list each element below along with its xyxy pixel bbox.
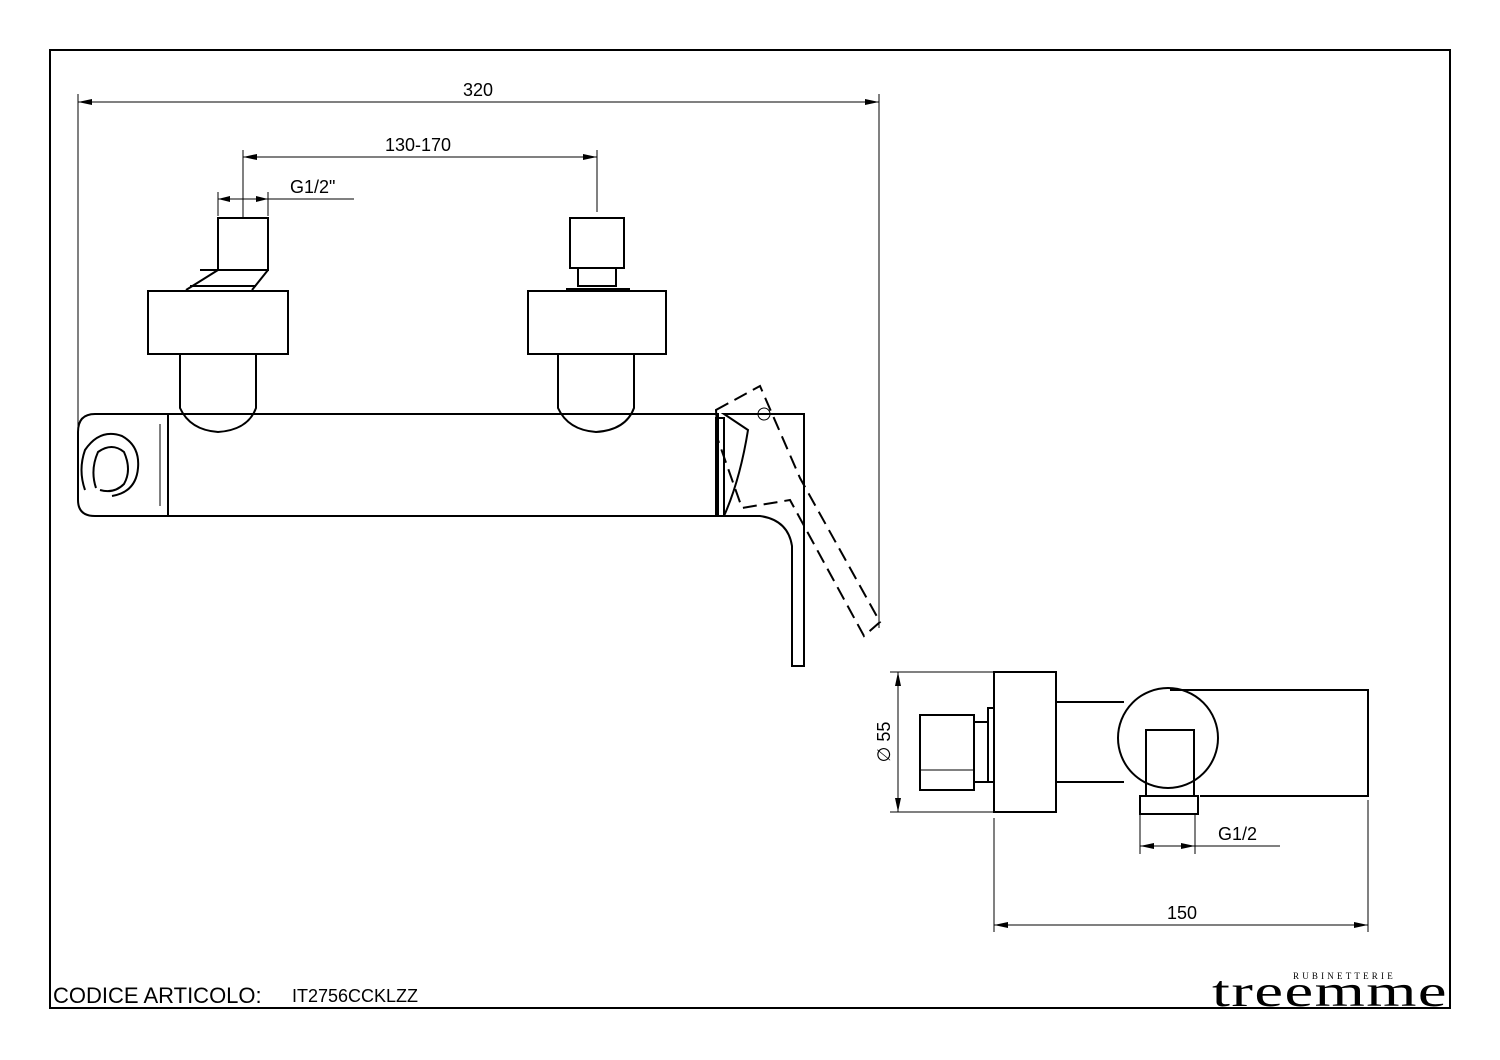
side-body xyxy=(1170,689,1369,797)
dim-centre-distance: 130-170 xyxy=(385,135,451,155)
code-label: CODICE ARTICOLO: xyxy=(53,983,262,1008)
dim-outlet-arrow-left xyxy=(1140,843,1154,849)
dim-centre-arrow-left xyxy=(243,154,257,160)
dim-diam-arrow-bottom xyxy=(895,798,901,812)
brand-name: treemme xyxy=(1212,967,1448,1016)
brand-tagline: RUBINETTERIE xyxy=(1293,971,1396,981)
right-inlet-stem xyxy=(557,354,635,434)
dim-depth: 150 xyxy=(1167,903,1197,923)
left-inlet-stem xyxy=(179,354,257,434)
left-inlet-nut xyxy=(147,290,289,355)
left-inlet-connector xyxy=(217,217,269,271)
lever-pivot xyxy=(757,407,771,421)
side-dimensions: ∅ 55 G1/2 150 xyxy=(874,671,1369,932)
dim-320-arrow-right xyxy=(865,99,879,105)
shower-holder xyxy=(77,413,168,517)
side-inlet-neck xyxy=(973,721,989,783)
front-dimensions: 320 130-170 G1/2" xyxy=(77,80,880,628)
side-inlet-connector xyxy=(919,714,975,791)
dim-inlet-thread: G1/2" xyxy=(290,177,335,197)
side-outlet-thread xyxy=(1139,795,1199,815)
dim-thread-arrow-right xyxy=(256,196,268,202)
dim-depth-arrow-left xyxy=(994,922,1008,928)
lever-handle xyxy=(720,413,805,667)
dim-thread-arrow-left xyxy=(218,196,230,202)
cartridge-cap xyxy=(715,417,725,517)
mixer-body xyxy=(167,413,719,517)
shower-holder-inner xyxy=(92,446,129,493)
dim-centre-arrow-right xyxy=(583,154,597,160)
right-inlet-neck xyxy=(577,267,617,287)
shower-holder-ring xyxy=(80,432,140,497)
dim-depth-arrow-right xyxy=(1354,922,1368,928)
dim-overall-length: 320 xyxy=(463,80,493,100)
front-view xyxy=(77,217,882,667)
footer: CODICE ARTICOLO: IT2756CCKLZZ xyxy=(50,983,1212,1009)
side-view xyxy=(919,671,1369,815)
lever-handle-alt-position xyxy=(714,384,882,638)
dim-outlet-thread: G1/2 xyxy=(1218,824,1257,844)
dim-diam-arrow-top xyxy=(895,672,901,686)
right-inlet-connector xyxy=(569,217,625,269)
code-value: IT2756CCKLZZ xyxy=(292,986,418,1006)
left-inlet-eccentric xyxy=(185,269,269,291)
side-wall-flange xyxy=(993,671,1057,813)
sheet-frame xyxy=(49,49,1451,1009)
dim-outlet-arrow-right xyxy=(1181,843,1195,849)
right-inlet-nut xyxy=(527,290,667,355)
dim-diameter: ∅ 55 xyxy=(874,722,894,763)
brand-logo: RUBINETTERIE treemme xyxy=(1212,967,1448,1016)
dim-320-arrow-left xyxy=(78,99,92,105)
side-body-circle xyxy=(1117,687,1219,789)
